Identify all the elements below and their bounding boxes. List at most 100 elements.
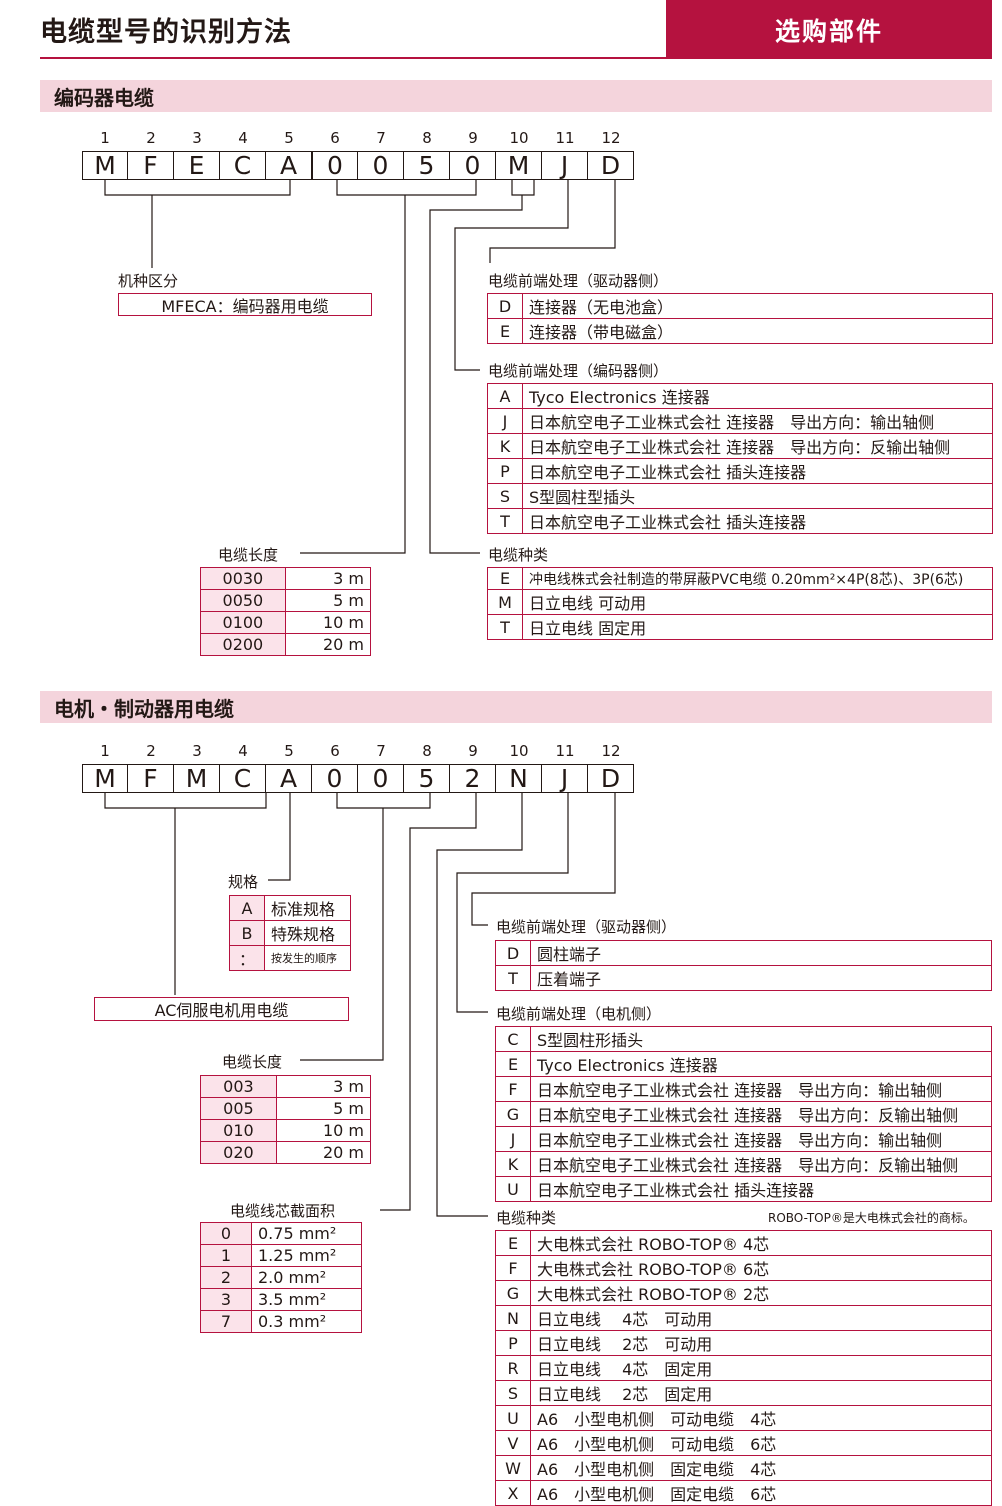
option-code: V — [495, 1430, 531, 1456]
cable-kind-label: 电缆种类 — [496, 1209, 557, 1227]
option-desc: 日本航空电子工业株式会社 连接器 导出方向：输出轴侧 — [530, 1076, 992, 1102]
length-value: 10 m — [275, 1119, 372, 1142]
option-code: E — [495, 1051, 531, 1077]
code-index: 11 — [555, 129, 575, 147]
model-code-boxes: M F M C A 0 0 5 2 N J D — [82, 764, 634, 793]
code-char: M — [82, 764, 128, 793]
option-code: J — [487, 408, 523, 434]
spec-desc: 按发生的顺序 — [264, 945, 351, 971]
option-code: K — [487, 433, 523, 459]
length-code: 0100 — [200, 611, 286, 634]
option-desc: A6 小型电机侧 可动电缆 6芯 — [530, 1430, 992, 1456]
option-desc: 冲电线株式会社制造的带屏蔽PVC电缆 0.20mm²×4P(8芯)、3P(6芯) — [522, 567, 993, 590]
length-label: 电缆长度 — [222, 1053, 283, 1071]
option-desc: 日本航空电子工业株式会社 连接器 导出方向：反输出轴侧 — [522, 433, 993, 459]
spec-code: A — [229, 895, 265, 921]
length-code: 0030 — [200, 567, 286, 590]
code-char: 0 — [358, 151, 404, 180]
option-desc: 压着端子 — [530, 965, 992, 991]
spec-label: 规格 — [228, 873, 259, 891]
code-index: 8 — [422, 129, 432, 147]
option-desc: 大电株式会社 ROBO-TOP® 4芯 — [530, 1230, 992, 1256]
length-code: 020 — [200, 1141, 277, 1164]
option-desc: 圆柱端子 — [530, 940, 992, 966]
length-code: 003 — [200, 1075, 277, 1098]
area-value: 0.75 mm² — [251, 1222, 362, 1245]
option-desc: 日立电线 2芯 固定用 — [530, 1380, 992, 1406]
option-desc: Tyco Electronics 连接器 — [522, 383, 993, 409]
spec-desc: 标准规格 — [264, 895, 351, 921]
option-desc: S型圆柱形插头 — [530, 1026, 992, 1052]
option-desc: 日本航空电子工业株式会社 连接器 导出方向：输出轴侧 — [522, 408, 993, 434]
code-char: 5 — [404, 151, 450, 180]
area-code: 3 — [200, 1288, 252, 1311]
option-desc: 日本航空电子工业株式会社 连接器 导出方向：反输出轴侧 — [530, 1101, 992, 1127]
code-char: 0 — [312, 151, 358, 180]
code-char: 0 — [450, 151, 496, 180]
code-index: 10 — [509, 129, 529, 147]
option-code: E — [487, 318, 523, 344]
option-code: S — [495, 1380, 531, 1406]
option-code: U — [495, 1176, 531, 1202]
drive-side-label: 电缆前端处理（驱动器侧） — [496, 918, 677, 936]
option-code: G — [495, 1280, 531, 1306]
option-code: S — [487, 483, 523, 509]
area-code: 0 — [200, 1222, 252, 1245]
option-code: E — [495, 1230, 531, 1256]
option-desc: 大电株式会社 ROBO-TOP® 2芯 — [530, 1280, 992, 1306]
option-code: K — [495, 1151, 531, 1177]
trademark-note: ROBO-TOP®是大电株式会社的商标。 — [768, 1211, 975, 1225]
spec-code: B — [229, 920, 265, 946]
option-desc: 日本航空电子工业株式会社 插头连接器 — [530, 1176, 992, 1202]
encoder-side-label: 电缆前端处理（编码器侧） — [488, 362, 669, 380]
code-char: 0 — [358, 764, 404, 793]
option-code: F — [495, 1255, 531, 1281]
option-code: J — [495, 1126, 531, 1152]
code-char: D — [588, 764, 634, 793]
option-code: P — [495, 1330, 531, 1356]
code-index: 8 — [422, 742, 432, 760]
option-code: A — [487, 383, 523, 409]
length-label: 电缆长度 — [218, 546, 279, 564]
option-desc: 日本航空电子工业株式会社 连接器 导出方向：反输出轴侧 — [530, 1151, 992, 1177]
code-index: 5 — [284, 742, 294, 760]
model-code-boxes: M F E C A 0 0 5 0 M J D — [82, 151, 634, 180]
option-code: C — [495, 1026, 531, 1052]
code-index: 1 — [100, 742, 110, 760]
option-desc: 日立电线 4芯 固定用 — [530, 1355, 992, 1381]
option-desc: A6 小型电机侧 固定电缆 4芯 — [530, 1455, 992, 1481]
length-code: 005 — [200, 1097, 277, 1120]
option-desc: 日本航空电子工业株式会社 连接器 导出方向：输出轴侧 — [530, 1126, 992, 1152]
option-code: T — [495, 965, 531, 991]
area-label: 电缆线芯截面积 — [230, 1202, 336, 1220]
option-desc: S型圆柱型插头 — [522, 483, 993, 509]
